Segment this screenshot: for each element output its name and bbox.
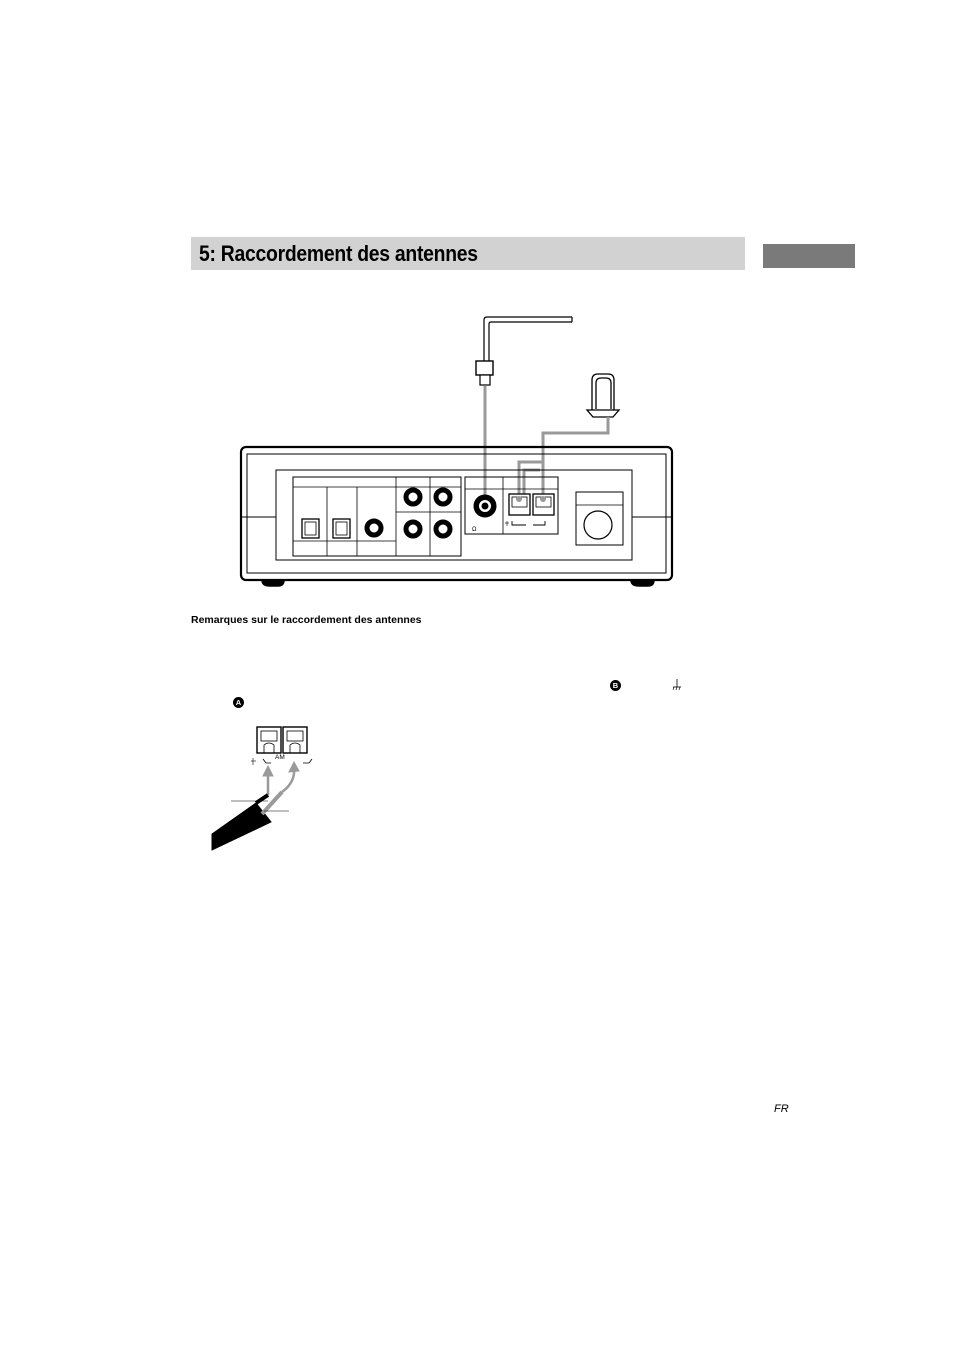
svg-text:Ω: Ω (472, 527, 477, 533)
badge-a: A (233, 697, 244, 708)
am-cable (541, 417, 610, 495)
section-title-band: 5: Raccordement des antennes (191, 237, 745, 270)
am-terminal-detail (211, 726, 313, 851)
am-terminal-label: AM (275, 754, 285, 761)
page-language-marker: FR (774, 1103, 789, 1115)
ground-icon (672, 679, 681, 691)
am-loop-antenna (585, 373, 621, 418)
fm-wire-antenna (475, 316, 573, 386)
badge-b: B (610, 680, 621, 691)
notes-heading: Remarques sur le raccordement des antenn… (191, 614, 422, 626)
chapter-tab (763, 244, 855, 268)
section-title: 5: Raccordement des antennes (199, 241, 478, 266)
receiver-rear-panel: Ω (239, 445, 674, 587)
